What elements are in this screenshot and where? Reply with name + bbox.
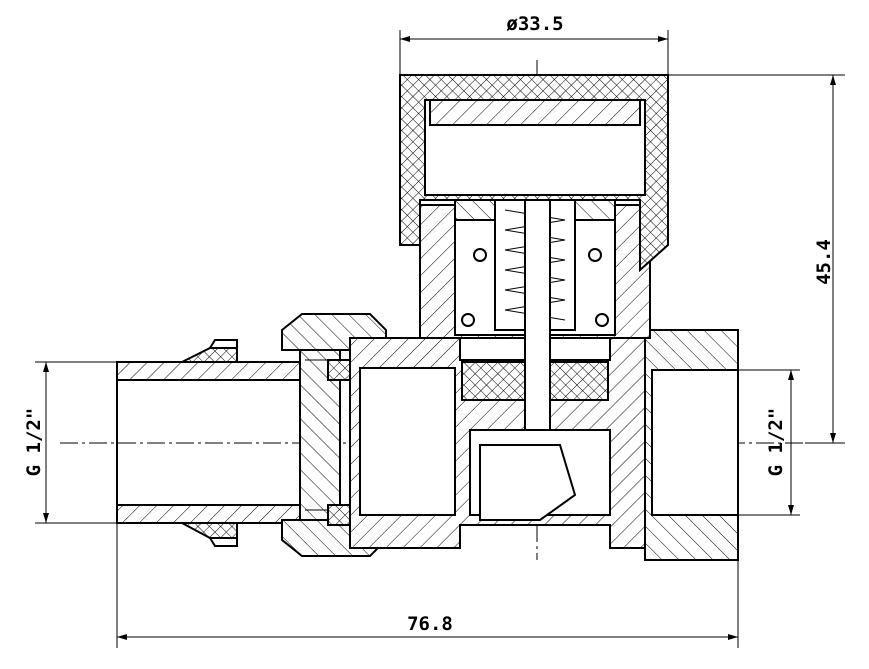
bottom-length-label: 76.8 xyxy=(407,613,453,635)
left-thread-label: G 1/2" xyxy=(23,408,45,477)
right-height-label: 45.4 xyxy=(813,239,835,285)
bonnet-assembly xyxy=(419,104,651,431)
dimension-lines xyxy=(35,30,845,648)
valve-body xyxy=(349,329,739,561)
right-thread-label: G 1/2" xyxy=(765,408,787,477)
left-tailpiece xyxy=(116,339,301,547)
top-diameter-label: ø33.5 xyxy=(506,13,563,35)
protective-cap xyxy=(399,74,669,273)
